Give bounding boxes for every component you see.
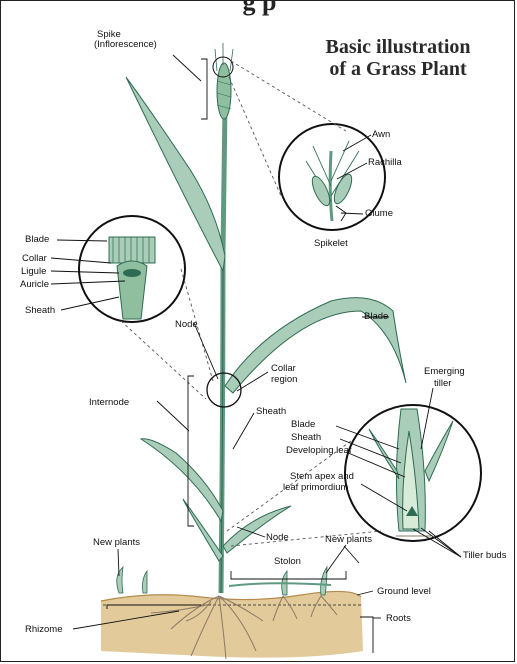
label-node-top: Node <box>175 319 198 330</box>
label-internode: Internode <box>89 397 129 408</box>
label-stem-apex-2: leaf primordium <box>283 482 348 493</box>
label-stem-apex-1: Stem apex and <box>290 471 354 482</box>
title-line-2: of a Grass Plant <box>293 58 503 80</box>
label-emerging-tiller-1: Emerging <box>424 366 465 377</box>
label-collar-region-1: Collar <box>271 363 296 374</box>
label-collar-region-2: region <box>271 374 297 385</box>
label-ground-level: Ground level <box>377 586 431 597</box>
label-rachilla: Rachilla <box>368 157 402 168</box>
label-node-bottom: Node <box>266 532 289 543</box>
label-stolon: Stolon <box>274 556 301 567</box>
tiller-inset <box>345 405 481 541</box>
label-new-plants-left: New plants <box>93 537 140 548</box>
diagram-title: Basic illustration of a Grass Plant <box>293 36 503 80</box>
label-awn: Awn <box>372 129 390 140</box>
label-sheath-inset: Sheath <box>25 305 55 316</box>
label-blade-right: Blade <box>364 311 388 322</box>
label-rhizome: Rhizome <box>25 624 63 635</box>
label-new-plants-right: New plants <box>325 534 372 545</box>
label-inflorescence: (Inflorescence) <box>94 39 157 50</box>
label-roots: Roots <box>386 613 411 624</box>
label-emerging-tiller-2: tiller <box>434 378 451 389</box>
label-developing-leaf: Developing leaf <box>286 445 352 456</box>
label-sheath-tiller: Sheath <box>291 432 321 443</box>
label-blade-tiller: Blade <box>291 419 315 430</box>
label-collar: Collar <box>22 253 47 264</box>
label-tiller-buds: Tiller buds <box>463 550 506 561</box>
label-ligule: Ligule <box>21 266 46 277</box>
label-spikelet: Spikelet <box>314 238 348 249</box>
collar-inset <box>79 216 185 322</box>
soil-layer <box>101 591 363 657</box>
spike-head <box>215 43 233 119</box>
title-line-1: Basic illustration <box>293 36 503 58</box>
label-sheath-stem: Sheath <box>256 406 286 417</box>
label-blade-inset: Blade <box>25 234 49 245</box>
label-glume: Glume <box>365 208 393 219</box>
label-auricle: Auricle <box>20 279 49 290</box>
stolon-runner <box>229 583 331 586</box>
